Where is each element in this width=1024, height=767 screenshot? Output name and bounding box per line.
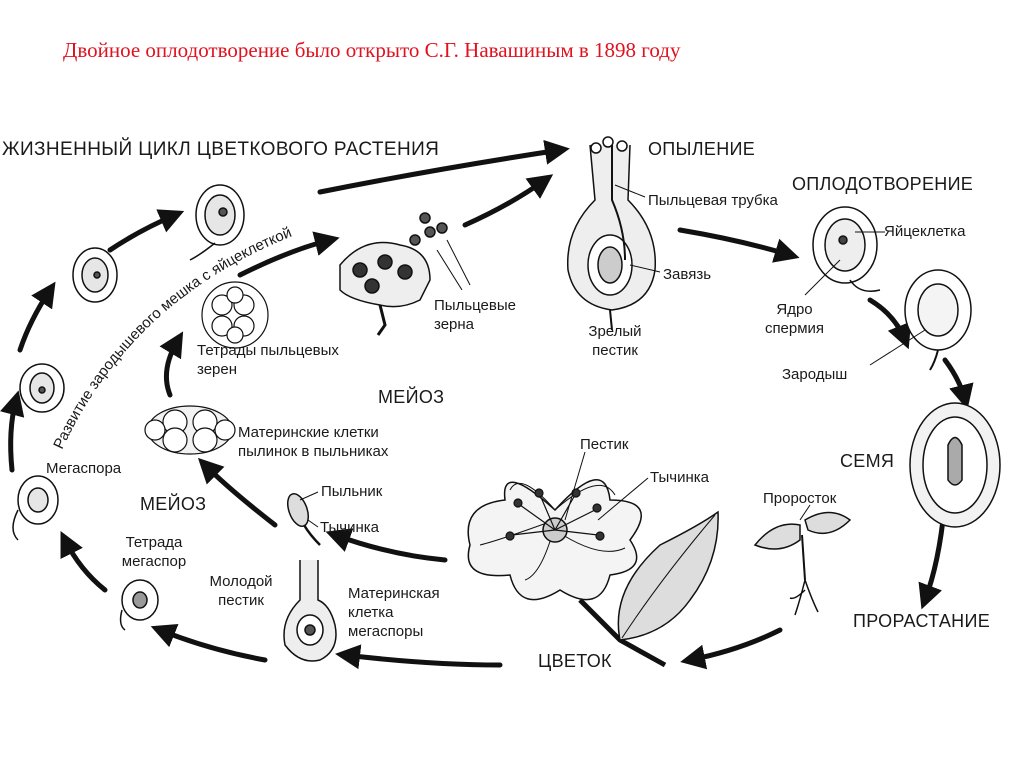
arrow-germination-to-flower [680, 627, 783, 670]
seedling-drawing [753, 511, 852, 616]
label-megaspore-mother-line2: клетка [348, 604, 394, 621]
stage-flower: ЦВЕТОК [538, 651, 612, 671]
label-pistil-flower: Пестик [580, 436, 629, 453]
label-anther: Пыльник [321, 483, 383, 500]
seed-drawing [909, 402, 1001, 528]
arrow-to-fertilization [677, 227, 800, 263]
arrow-pollen-to-pollination [462, 174, 554, 228]
label-pollen-tetrads: Тетрады пыльцевых зерен [197, 341, 339, 379]
label-megaspore-mother-line3: мегаспоры [348, 623, 424, 640]
arrow-flower-to-anther [325, 528, 448, 563]
diagram-title: ЖИЗНЕННЫЙ ЦИКЛ ЦВЕТКОВОГО РАСТЕНИЯ [2, 139, 440, 160]
label-mature-pistil-line1: Зрелый [588, 323, 642, 340]
stage-fertilization: ОПЛОДОТВОРЕНИЕ [792, 174, 974, 194]
label-young-pistil-line2: пестик [218, 592, 264, 609]
stage-seed: СЕМЯ [840, 451, 895, 471]
arrow-up-1 [17, 281, 56, 353]
pollen-tetrad-drawing [201, 281, 269, 349]
ovule-3 [19, 363, 65, 413]
stage-germination: ПРОРАСТАНИЕ [853, 611, 991, 631]
arrow-to-embryo [867, 297, 912, 350]
label-sperm-nucleus-line2: спермия [764, 320, 825, 337]
label-megaspore-tetrad-line2: мегаспор [121, 553, 187, 570]
young-pistil-drawing [283, 560, 337, 662]
stage-meiosis-lower: МЕЙОЗ [140, 494, 207, 514]
label-pollen-grains: Пыльцевые зерна [434, 296, 516, 334]
label-embryo: Зародыш [782, 366, 848, 383]
label-stamen-left: Тычинка [320, 519, 379, 536]
label-mother-cells-line2: пылинок в пыльниках [238, 443, 389, 460]
label-pollen-grains-line2: зерна [434, 316, 475, 333]
label-megaspore-mother: Материнская клетка мегаспоры [348, 584, 440, 641]
cycle-arrows [0, 139, 974, 670]
arrow-tetrad-to-megaspore [60, 531, 108, 593]
label-pollen-grains-line1: Пыльцевые [434, 297, 516, 314]
label-sperm-nucleus: Ядро спермия [752, 300, 837, 338]
stage-meiosis-upper: МЕЙОЗ [378, 387, 445, 407]
label-stamen-flower: Тычинка [650, 469, 709, 486]
page-title: Двойное оплодотворение было открыто С.Г.… [63, 38, 681, 62]
label-ovary: Завязь [663, 266, 712, 283]
label-egg-cell: Яйцеклетка [884, 223, 966, 240]
label-pollen-tetrads-line2: зерен [197, 361, 238, 378]
anther-drawing [286, 492, 321, 546]
label-young-pistil-line1: Молодой [209, 573, 273, 590]
arrow-to-seed [942, 357, 974, 410]
label-megaspore-mother-line1: Материнская [348, 585, 440, 602]
ovule-2 [72, 247, 118, 303]
pollen-sac-drawing [339, 212, 471, 336]
arrow-flower-to-pistil [335, 644, 503, 670]
ovule-drawings [12, 184, 245, 631]
label-young-pistil: Молодой пестик [206, 572, 276, 610]
label-mature-pistil-line2: пестик [592, 342, 638, 359]
label-mother-cells-line1: Материнские клетки [238, 424, 379, 441]
label-pollen-tube: Пыльцевая трубка [648, 192, 778, 209]
arrow-to-pollination [317, 139, 570, 195]
label-megaspore-tetrad: Тетрада мегаспор [113, 533, 195, 571]
svg-text:Развитие зародышевого мешка с: Развитие зародышевого мешка с яйцеклетко… [50, 224, 294, 452]
embryo-drawing [904, 269, 972, 371]
mature-pistil-drawing [566, 136, 657, 331]
label-pollen-tetrads-line1: Тетрады пыльцевых [197, 342, 339, 359]
ovule-1 [189, 184, 245, 261]
pointer-lines [299, 184, 926, 528]
ovule-4 [12, 475, 59, 541]
arrow-tetrads-to-pollen [237, 231, 340, 278]
stage-pollination: ОПЫЛЕНИЕ [648, 139, 756, 159]
ovule-5 [119, 579, 159, 631]
arrow-mothercells-to-tetrads [159, 331, 184, 398]
mother-cells-drawing [144, 405, 236, 455]
flower-drawing [467, 479, 719, 668]
arrow-anther-to-mothercells [197, 457, 278, 528]
label-megaspore-tetrad-line1: Тетрада [125, 534, 183, 551]
arrow-up-2 [107, 209, 185, 253]
label-mature-pistil: Зрелый пестик [585, 322, 645, 360]
label-megaspore: Мегаспора [46, 460, 122, 477]
arrow-pistil-to-tetrad [150, 623, 268, 663]
arrow-megaspore-up [0, 390, 25, 473]
label-seedling: Проросток [763, 490, 837, 507]
label-sperm-nucleus-line1: Ядро [776, 301, 813, 318]
label-mother-cells: Материнские клетки пылинок в пыльниках [238, 423, 388, 461]
arc-label: Развитие зародышевого мешка с яйцеклетко… [50, 224, 294, 452]
